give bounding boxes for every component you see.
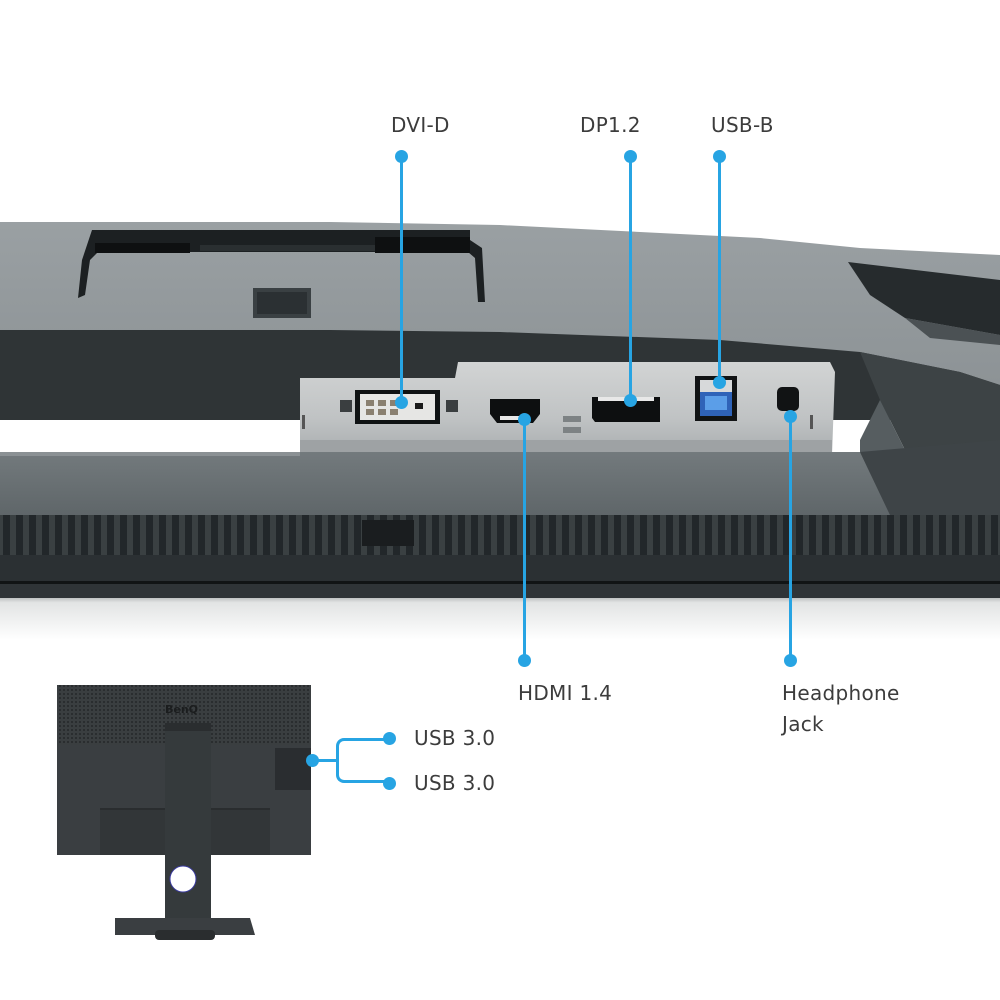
usb3-bracket-stem bbox=[312, 759, 338, 762]
headphone-label-line2: Jack bbox=[782, 712, 824, 736]
dp-callout-line bbox=[629, 156, 632, 400]
headphone-callout-line bbox=[789, 416, 792, 660]
usb-b-callout-line bbox=[718, 156, 721, 382]
hdmi-label: HDMI 1.4 bbox=[518, 681, 613, 705]
headphone-label: Headphone Jack bbox=[782, 678, 922, 740]
usb3-label-1: USB 3.0 bbox=[414, 726, 496, 750]
callout-dot-icon bbox=[383, 777, 396, 790]
benq-logo: BenQ bbox=[165, 703, 198, 716]
usb3-bracket bbox=[336, 738, 386, 783]
screw-icon bbox=[340, 400, 352, 412]
headphone-label-line1: Headphone bbox=[782, 681, 900, 705]
callout-dot-icon bbox=[713, 376, 726, 389]
dp-label: DP1.2 bbox=[580, 113, 641, 137]
headphone-jack-port bbox=[777, 387, 799, 411]
screw-icon bbox=[446, 400, 458, 412]
hdmi-port bbox=[490, 399, 540, 423]
dvi-d-callout-line bbox=[400, 156, 403, 406]
usb3-label-2: USB 3.0 bbox=[414, 771, 496, 795]
callout-dot-icon bbox=[383, 732, 396, 745]
rear-panel-closeup bbox=[0, 222, 1000, 640]
callout-dot-icon bbox=[518, 654, 531, 667]
callout-dot-icon bbox=[395, 396, 408, 409]
monitor-back-view: BenQ bbox=[57, 685, 311, 940]
dvi-d-label: DVI-D bbox=[391, 113, 450, 137]
usb-b-label: USB-B bbox=[711, 113, 774, 137]
hdmi-callout-line bbox=[523, 419, 526, 659]
callout-dot-icon bbox=[624, 394, 637, 407]
callout-dot-icon bbox=[784, 654, 797, 667]
